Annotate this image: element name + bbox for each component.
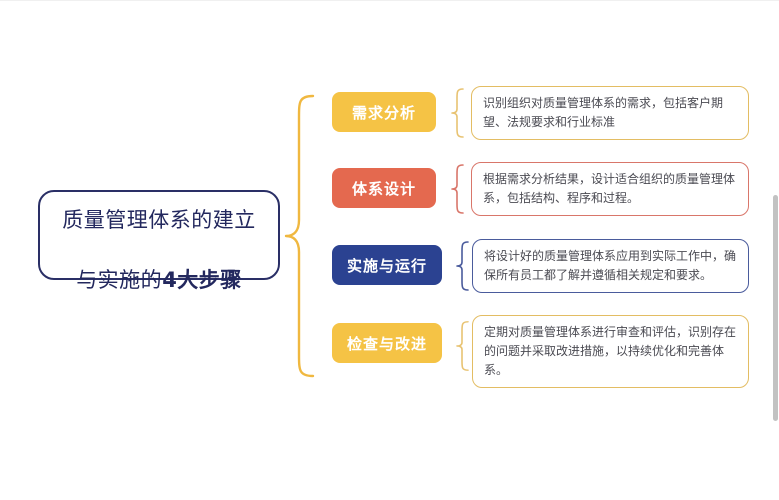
branch-node-2-label: 实施与运行 <box>346 256 427 275</box>
branch-node-2[interactable]: 实施与运行 <box>332 245 442 285</box>
branch-node-3[interactable]: 检查与改进 <box>332 323 442 363</box>
branch-node-1[interactable]: 体系设计 <box>332 168 436 208</box>
branch-node-3-label: 检查与改进 <box>346 334 427 353</box>
title-line-1: 质量管理体系的建立 <box>62 208 256 232</box>
title-line-2-plain: 与实施的 <box>76 268 163 292</box>
mindmap-root-title: 质量管理体系的建立 与实施的4大步骤 <box>38 190 280 292</box>
curly-brace-icon <box>456 321 469 371</box>
page-title: 质量管理体系的建立 与实施的4大步骤 <box>54 175 264 295</box>
curly-brace-icon <box>451 164 464 214</box>
curly-brace-icon <box>451 88 464 138</box>
vertical-scrollbar-thumb[interactable] <box>773 195 778 421</box>
branch-description-1: 根据需求分析结果，设计适合组织的质量管理体系，包括结构、程序和过程。 <box>471 162 749 216</box>
vertical-scrollbar-track[interactable] <box>773 0 779 500</box>
branch-node-0-label: 需求分析 <box>351 103 416 122</box>
canvas-top-edge <box>0 0 779 1</box>
branch-node-0[interactable]: 需求分析 <box>332 92 436 132</box>
branch-description-0: 识别组织对质量管理体系的需求，包括客户期望、法规要求和行业标准 <box>471 86 749 140</box>
branch-description-2: 将设计好的质量管理体系应用到实际工作中，确保所有员工都了解并遵循相关规定和要求。 <box>472 239 749 293</box>
branch-description-3: 定期对质量管理体系进行审查和评估，识别存在的问题并采取改进措施，以持续优化和完善… <box>472 315 749 388</box>
curly-brace-icon <box>456 241 469 291</box>
branch-node-1-label: 体系设计 <box>351 179 416 198</box>
title-line-2-bold: 4大步骤 <box>162 268 242 292</box>
curly-brace-icon <box>284 94 315 378</box>
